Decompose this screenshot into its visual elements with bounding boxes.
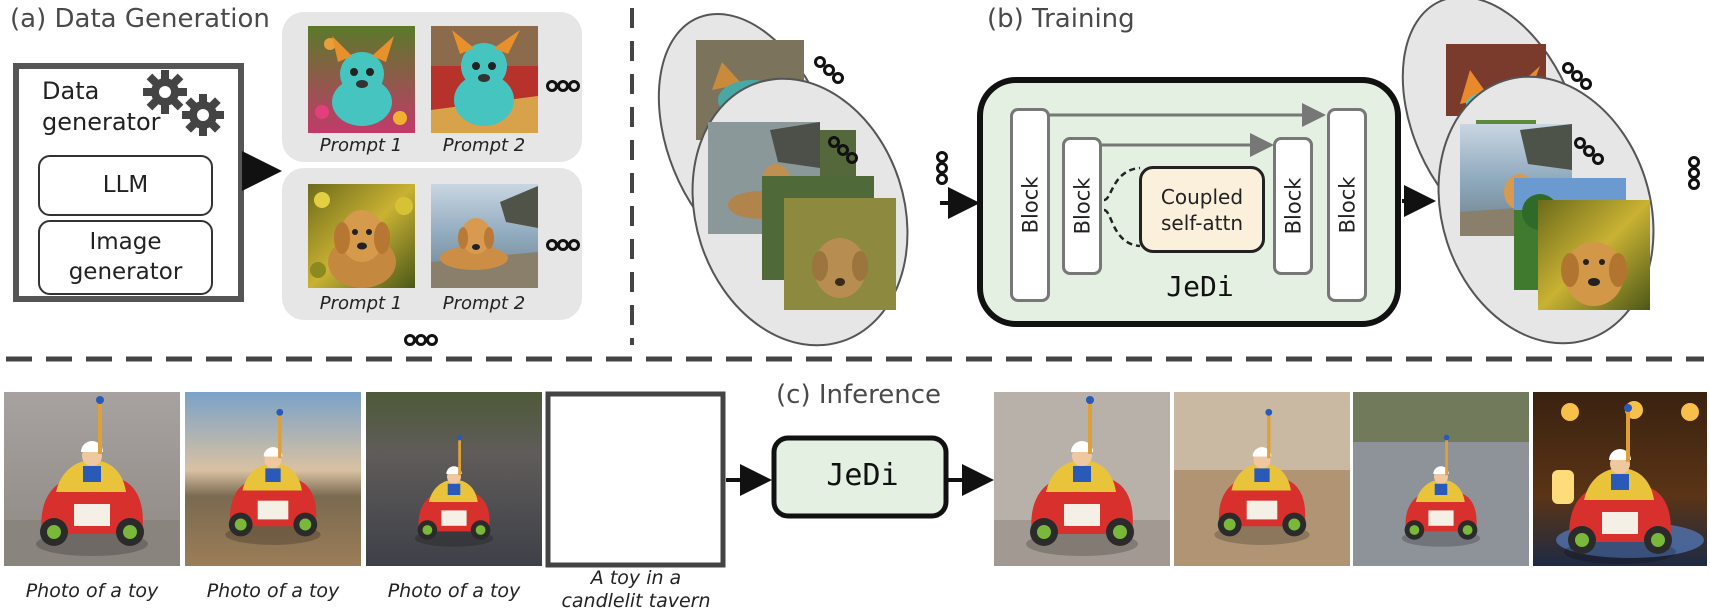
llm-box: LLM <box>38 155 213 216</box>
toy-car-icon <box>414 434 494 547</box>
data-generator-title-line2: generator <box>42 108 161 137</box>
image-dog-lake <box>431 184 538 288</box>
section-title-inference: (c) Inference <box>776 380 942 410</box>
prompt-caption: Prompt 2 <box>442 293 526 314</box>
toy-car-icon <box>1564 404 1676 564</box>
inference-target-caption: A toy in a candlelit tavern <box>536 567 736 613</box>
coupled-self-attn-box: Coupled self-attn <box>1139 166 1265 253</box>
image-toy-flowers <box>308 26 415 133</box>
inference-caption-2: Photo of a toy <box>206 580 340 602</box>
block-label: Block <box>1335 176 1360 234</box>
block-label: Block <box>1281 177 1306 235</box>
target-caption-line1: A toy in a <box>590 567 682 589</box>
ellipsis-icon <box>404 334 438 346</box>
ellipsis-icon <box>546 80 580 92</box>
block-outer-right: Block <box>1327 108 1367 302</box>
target-blank-frame <box>545 391 726 568</box>
image-generator-box: Image generator <box>38 220 213 295</box>
toy-car-icon <box>36 396 148 556</box>
section-title-data-generation: (a) Data Generation <box>10 4 270 34</box>
data-generator-title-line1: Data <box>42 77 100 105</box>
block-inner-right: Block <box>1273 137 1313 275</box>
jedi-inference-box <box>771 435 949 519</box>
image-dog-yellow <box>308 184 415 288</box>
ellipsis-icon <box>546 239 580 251</box>
noisy-image-dog <box>784 198 896 310</box>
ellipsis-icon <box>936 151 948 185</box>
prompt-caption: Prompt 1 <box>319 135 403 156</box>
clean-image-dog <box>1538 200 1650 310</box>
block-inner-left: Block <box>1062 137 1102 275</box>
llm-label: LLM <box>102 171 149 198</box>
ellipsis-icon <box>1574 137 1604 165</box>
image-generator-line1: Image <box>89 228 162 255</box>
toy-car-icon <box>1401 434 1481 547</box>
inference-caption-1: Photo of a toy <box>25 580 159 602</box>
block-label: Block <box>1070 177 1095 235</box>
coupled-line1: Coupled <box>1160 184 1244 209</box>
target-caption-line2: candlelit tavern <box>561 589 711 612</box>
gears-icon <box>143 70 224 136</box>
toy-car-icon <box>225 408 321 545</box>
toy-car-icon <box>1026 396 1138 556</box>
image-generator-line2: generator <box>68 258 183 285</box>
ellipsis-icon <box>1688 156 1700 190</box>
block-outer-left: Block <box>1010 108 1050 302</box>
ellipsis-icon <box>814 56 844 84</box>
toy-car-icon <box>1214 408 1310 545</box>
data-generator-title: Data generator <box>42 76 161 138</box>
prompt-caption: Prompt 1 <box>319 293 403 314</box>
coupled-line2: self-attn <box>1160 210 1244 235</box>
ellipsis-icon <box>1562 62 1592 90</box>
jedi-training-label: JeDi <box>1166 270 1234 303</box>
prompt-caption: Prompt 2 <box>442 135 526 156</box>
ellipsis-icon <box>828 136 858 164</box>
block-label: Block <box>1018 176 1043 234</box>
jedi-inference-label: JeDi <box>826 458 899 493</box>
image-toy-rug <box>431 26 538 133</box>
section-title-training: (b) Training <box>987 4 1135 34</box>
inference-caption-3: Photo of a toy <box>387 580 521 602</box>
